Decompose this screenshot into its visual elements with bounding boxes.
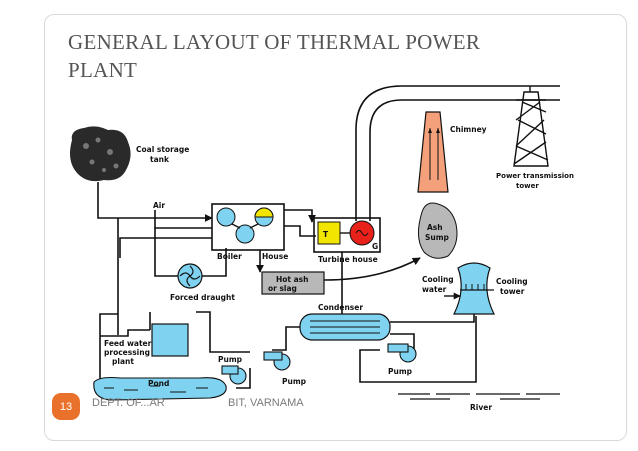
- river-label: River: [470, 403, 492, 412]
- forced-draught-label: Forced draught: [170, 293, 235, 302]
- condenser-pipes: [99, 252, 477, 389]
- power-tower-label-2: tower: [516, 182, 539, 190]
- coal-storage-label-1: Coal storage: [136, 145, 189, 154]
- cooling-water-label-2: water: [422, 285, 447, 294]
- pump-2: [263, 351, 291, 371]
- forced-draught-fan: [177, 263, 203, 289]
- cooling-tower-label-1: Cooling: [496, 277, 528, 286]
- pump-3-label: Pump: [388, 367, 413, 376]
- slide-frame: [44, 14, 627, 441]
- hot-ash-label: Hot ash: [276, 275, 309, 284]
- ash-label: Ash: [427, 223, 443, 232]
- condenser-label: Condenser: [318, 303, 363, 312]
- generator-g-label: G: [372, 242, 378, 251]
- ash-to-sump-pipe: [323, 257, 421, 281]
- feed-water-label-3: plant: [112, 357, 134, 366]
- ash-sump: [418, 202, 458, 259]
- turbine-house: [313, 217, 381, 253]
- pump-3: [387, 343, 417, 363]
- footer-department: DEPT. OF...AR: [92, 397, 165, 409]
- footer-institute: BIT, VARNAMA: [228, 397, 304, 409]
- condenser: [299, 313, 391, 341]
- cooling-tower: [453, 262, 495, 315]
- river: [398, 393, 560, 400]
- transmission-line: [355, 85, 560, 221]
- cooling-water-label-1: Cooling: [422, 275, 454, 284]
- hot-ash-box: [261, 271, 325, 295]
- pump-1: [221, 365, 247, 385]
- feed-water-label-1: Feed water: [104, 339, 152, 348]
- power-tower-label-1: Power transmission: [496, 172, 574, 180]
- cooling-tower-label-2: tower: [500, 287, 525, 296]
- power-transmission-tower: [513, 86, 549, 167]
- chimney-label: Chimney: [450, 125, 487, 134]
- feed-water-plant: [151, 323, 189, 357]
- coal-storage-heap: [70, 126, 131, 182]
- pond-label: Pond: [148, 379, 169, 388]
- boiler-label: Boiler: [217, 252, 242, 261]
- page-number-badge: 13: [52, 393, 80, 420]
- pump-1-label: Pump: [218, 355, 243, 364]
- coal-storage-label-2: tank: [150, 155, 170, 164]
- pump-2-label: Pump: [282, 377, 307, 386]
- boiler-house: [211, 203, 285, 251]
- turbine-t-label: T: [323, 230, 329, 239]
- feed-water-label-2: processing: [104, 348, 150, 357]
- pond: [93, 376, 227, 401]
- steam-pipes: [119, 209, 316, 273]
- house-label: House: [262, 252, 288, 261]
- sump-label: Sump: [425, 233, 450, 242]
- air-label: Air: [153, 201, 165, 210]
- turbine-house-label: Turbine house: [318, 255, 378, 264]
- chimney: [417, 111, 449, 193]
- slag-label: or slag: [268, 284, 297, 293]
- coal-pipes: [97, 182, 227, 335]
- slide-title: GENERAL LAYOUT OF THERMAL POWER PLANT: [68, 30, 481, 82]
